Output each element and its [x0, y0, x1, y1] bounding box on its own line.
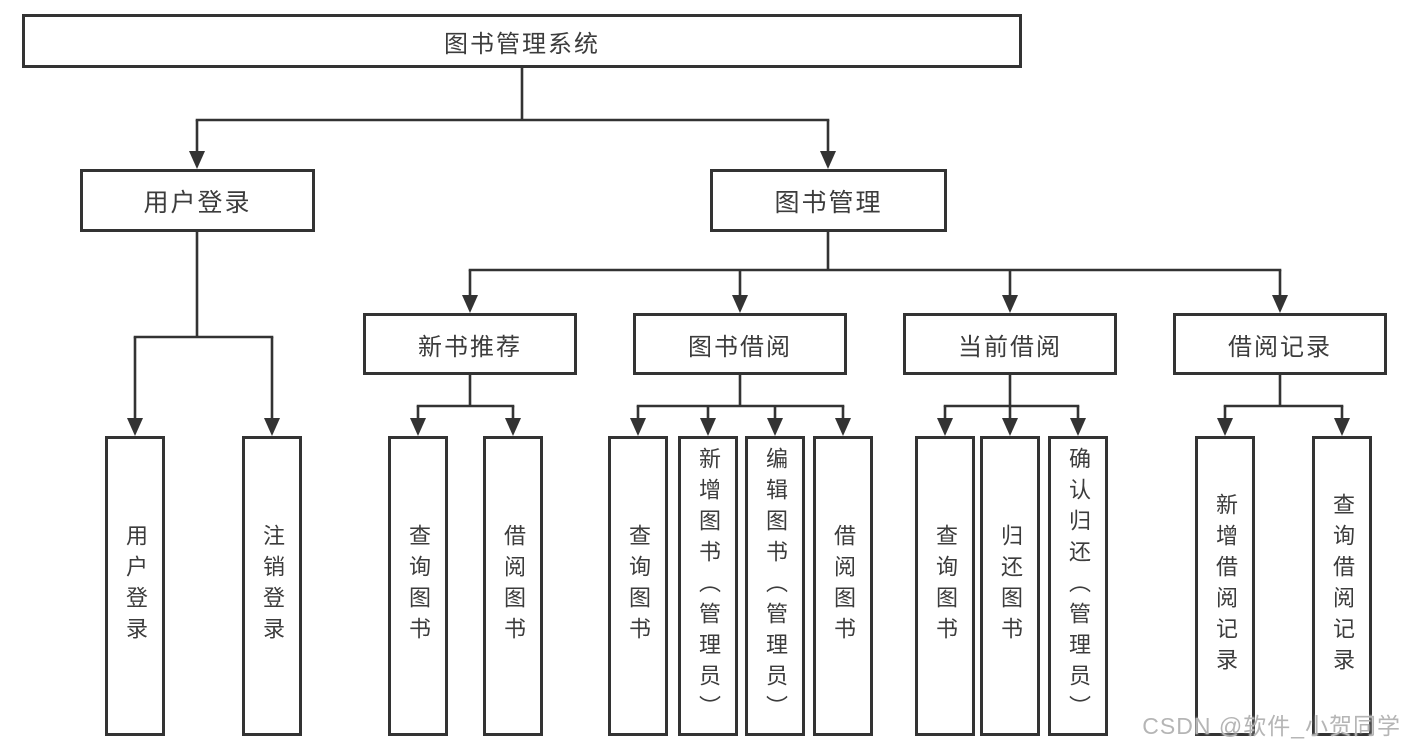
connector-group-0: [189, 68, 836, 169]
node-book-borrow: 图书借阅: [633, 313, 847, 375]
leaf-query-books-current-label: 查询图书: [933, 524, 958, 648]
arrowhead-down-icon: [937, 418, 953, 436]
leaf-query-borrow-record-label: 查询借阅记录: [1330, 493, 1355, 679]
node-user-login-label: 用户登录: [143, 188, 252, 217]
node-current-borrow: 当前借阅: [903, 313, 1117, 375]
node-book-management-label: 图书管理: [774, 188, 883, 217]
arrowhead-down-icon: [1272, 295, 1288, 313]
watermark: CSDN @软件_小贺同学: [1142, 713, 1401, 739]
leaf-borrow-books-label: 借阅图书: [831, 524, 856, 648]
node-current-borrow-label: 当前借阅: [958, 333, 1062, 361]
leaf-query-books-recommend-label: 查询图书: [406, 524, 431, 648]
node-user-login: 用户登录: [80, 169, 315, 232]
arrowhead-down-icon: [630, 418, 646, 436]
leaf-borrow-books-recommend-label: 借阅图书: [501, 524, 526, 648]
node-book-borrow-label: 图书借阅: [688, 333, 792, 361]
leaf-edit-books-admin-label: 编辑图书（管理员）: [763, 446, 788, 726]
leaf-return-books-label: 归还图书: [998, 524, 1023, 648]
node-new-book-recommend-label: 新书推荐: [418, 333, 522, 361]
node-book-management: 图书管理: [710, 169, 947, 232]
leaf-add-borrow-record: 新增借阅记录: [1195, 436, 1255, 736]
node-root: 图书管理系统: [22, 14, 1022, 68]
arrowhead-down-icon: [189, 151, 205, 169]
arrowhead-down-icon: [1070, 418, 1086, 436]
connector-group-5: [937, 375, 1086, 436]
arrowhead-down-icon: [835, 418, 851, 436]
arrowhead-down-icon: [820, 151, 836, 169]
leaf-query-borrow-record: 查询借阅记录: [1312, 436, 1372, 736]
leaf-return-books: 归还图书: [980, 436, 1040, 736]
connector-group-1: [127, 232, 280, 436]
arrowhead-down-icon: [1002, 295, 1018, 313]
leaf-add-books-admin: 新增图书（管理员）: [678, 436, 738, 736]
arrowhead-down-icon: [767, 418, 783, 436]
arrowhead-down-icon: [462, 295, 478, 313]
connector-group-3: [410, 375, 521, 436]
arrowhead-down-icon: [732, 295, 748, 313]
leaf-borrow-books-recommend: 借阅图书: [483, 436, 543, 736]
arrowhead-down-icon: [127, 418, 143, 436]
arrowhead-down-icon: [1002, 418, 1018, 436]
leaf-edit-books-admin: 编辑图书（管理员）: [745, 436, 805, 736]
leaf-query-books-current: 查询图书: [915, 436, 975, 736]
leaf-query-books-recommend: 查询图书: [388, 436, 448, 736]
node-new-book-recommend: 新书推荐: [363, 313, 577, 375]
leaf-logout-label: 注销登录: [260, 524, 285, 648]
arrowhead-down-icon: [410, 418, 426, 436]
arrowhead-down-icon: [700, 418, 716, 436]
connector-group-4: [630, 375, 851, 436]
leaf-logout: 注销登录: [242, 436, 302, 736]
leaf-user-login-label: 用户登录: [123, 524, 148, 648]
leaf-user-login: 用户登录: [105, 436, 165, 736]
arrowhead-down-icon: [505, 418, 521, 436]
leaf-confirm-return-admin: 确认归还（管理员）: [1048, 436, 1108, 736]
leaf-query-books-borrow-label: 查询图书: [626, 524, 651, 648]
connector-group-2: [462, 232, 1288, 313]
arrowhead-down-icon: [1217, 418, 1233, 436]
node-root-label: 图书管理系统: [444, 30, 600, 58]
leaf-borrow-books: 借阅图书: [813, 436, 873, 736]
node-borrow-records: 借阅记录: [1173, 313, 1387, 375]
leaf-add-books-admin-label: 新增图书（管理员）: [696, 446, 721, 726]
arrowhead-down-icon: [264, 418, 280, 436]
leaf-query-books-borrow: 查询图书: [608, 436, 668, 736]
leaf-confirm-return-admin-label: 确认归还（管理员）: [1066, 446, 1091, 726]
connector-group-6: [1217, 375, 1350, 436]
leaf-add-borrow-record-label: 新增借阅记录: [1213, 493, 1238, 679]
node-borrow-records-label: 借阅记录: [1228, 333, 1332, 361]
arrowhead-down-icon: [1334, 418, 1350, 436]
